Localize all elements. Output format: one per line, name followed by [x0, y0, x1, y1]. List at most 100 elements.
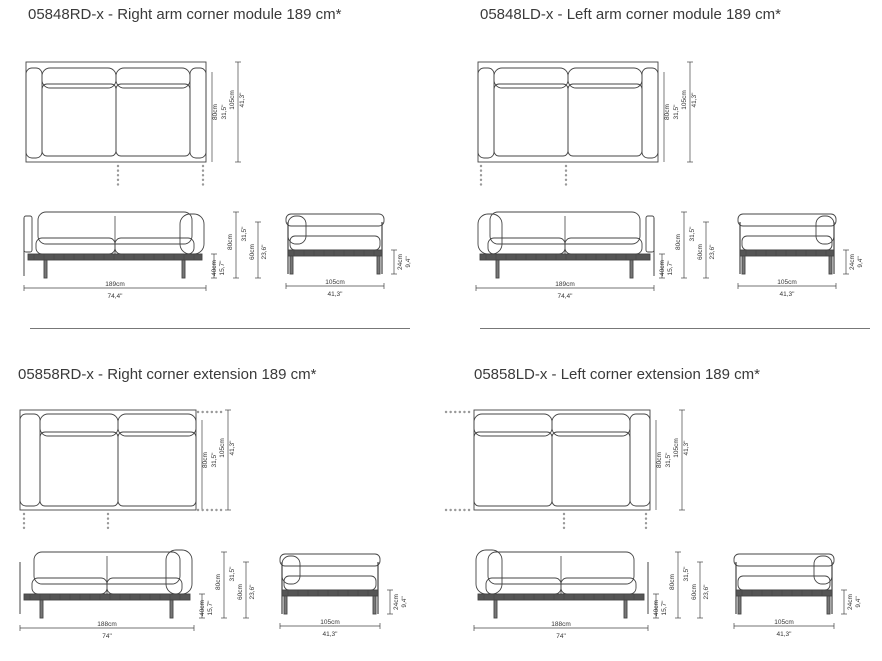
- dimension-label: 40cm: [659, 260, 666, 276]
- dimension-label: 60cm: [237, 584, 244, 600]
- leg: [826, 595, 831, 615]
- dimension-label: 40cm: [653, 600, 660, 616]
- dimension-label: 31,5": [221, 104, 228, 120]
- dimension-label: 31,5": [665, 452, 672, 468]
- dimension-label: 31,5": [229, 566, 236, 582]
- front-view: [477, 211, 655, 279]
- dimension-label: 41,3": [229, 440, 236, 456]
- side-back-cushion: [287, 215, 307, 245]
- dimension-label: 9,4": [405, 256, 412, 268]
- dimension-label: 23,6": [709, 244, 716, 260]
- dimension-label: 15,7": [661, 600, 668, 616]
- seat-cushion: [551, 431, 631, 507]
- dimension-label: 24cm: [393, 594, 400, 610]
- leg: [283, 595, 288, 615]
- dimension-label: 31,5": [211, 452, 218, 468]
- dimension-label: 60cm: [249, 244, 256, 260]
- top-corner-back: [641, 67, 659, 159]
- corner-post: [645, 215, 655, 253]
- base-rail: [479, 253, 651, 261]
- front-view: [23, 211, 205, 279]
- dimension-label: 60cm: [691, 584, 698, 600]
- dimension-label: 80cm: [669, 574, 676, 590]
- top-view: [473, 409, 651, 511]
- dimension-label: 23,6": [703, 584, 710, 600]
- dimension-label: 105cm: [681, 90, 688, 110]
- dimension-label: 15,7": [207, 600, 214, 616]
- dimension-label: 188cm: [97, 621, 117, 628]
- top-view: [19, 409, 197, 511]
- dimension-label: 105cm: [325, 279, 345, 286]
- dimension-label: 105cm: [229, 90, 236, 110]
- dimension-label: 80cm: [664, 104, 671, 120]
- module-title: 05848LD-x - Left arm corner module 189 c…: [480, 6, 781, 23]
- side-rail: [739, 249, 835, 257]
- dimension-label: 41,3": [323, 631, 339, 638]
- back-cushion: [493, 67, 569, 89]
- seat-cushion: [493, 83, 569, 157]
- seat-cushion: [39, 431, 119, 507]
- leg: [741, 255, 746, 275]
- front-view: [19, 549, 193, 619]
- side-view: [279, 553, 381, 615]
- dimension-label: 9,4": [855, 596, 862, 608]
- leg: [372, 595, 377, 615]
- top-corner-back: [19, 413, 41, 507]
- dimension-label: 41,3": [777, 631, 793, 638]
- back-cushion: [115, 67, 191, 89]
- module-title: 05858RD-x - Right corner extension 189 c…: [18, 366, 317, 383]
- front-view: [475, 549, 649, 619]
- dimension-label: 80cm: [656, 452, 663, 468]
- section-divider: [30, 328, 410, 329]
- dimension-label: 41,3": [683, 440, 690, 456]
- side-back-cushion: [281, 555, 301, 585]
- top-view: [477, 61, 659, 163]
- top-frame: [473, 409, 651, 511]
- dimension-label: 188cm: [551, 621, 571, 628]
- side-back-cushion: [815, 215, 835, 245]
- dimension-label: 24cm: [397, 254, 404, 270]
- dimension-label: 24cm: [847, 594, 854, 610]
- seat-cushion: [485, 577, 562, 595]
- seat-cushion: [115, 83, 191, 157]
- dimension-label: 105cm: [219, 438, 226, 458]
- dimension-label: 189cm: [105, 281, 125, 288]
- side-rail: [281, 589, 379, 597]
- leg: [828, 255, 833, 275]
- side-view: [285, 213, 385, 275]
- top-armrest: [477, 67, 495, 159]
- dimension-label: 105cm: [774, 619, 794, 626]
- dimension-label: 80cm: [227, 234, 234, 250]
- dimension-label: 41,3": [239, 92, 246, 108]
- section-divider: [480, 328, 870, 329]
- side-view: [733, 553, 835, 615]
- base-rail: [27, 253, 203, 261]
- top-corner-back: [25, 67, 43, 159]
- side-back-cushion: [813, 555, 833, 585]
- top-view: [25, 61, 207, 163]
- leg: [737, 595, 742, 615]
- dimension-label: 23,6": [249, 584, 256, 600]
- dimension-label: 105cm: [673, 438, 680, 458]
- base-rail: [477, 593, 645, 601]
- dimension-label: 15,7": [667, 260, 674, 276]
- back-cushion: [41, 67, 117, 89]
- leg: [493, 599, 498, 619]
- dimension-label: 31,5": [241, 226, 248, 242]
- seat-cushion: [117, 431, 197, 507]
- dimension-label: 31,5": [673, 104, 680, 120]
- seat-cushion: [31, 577, 108, 595]
- back-cushion: [567, 67, 643, 89]
- leg: [623, 599, 628, 619]
- seat-cushion: [487, 237, 566, 255]
- leg: [43, 259, 48, 279]
- leg: [289, 255, 294, 275]
- side-back-top: [285, 213, 385, 227]
- dimension-label: 41,3": [328, 291, 344, 298]
- seat-cushion: [560, 577, 637, 595]
- dimension-label: 60cm: [697, 244, 704, 260]
